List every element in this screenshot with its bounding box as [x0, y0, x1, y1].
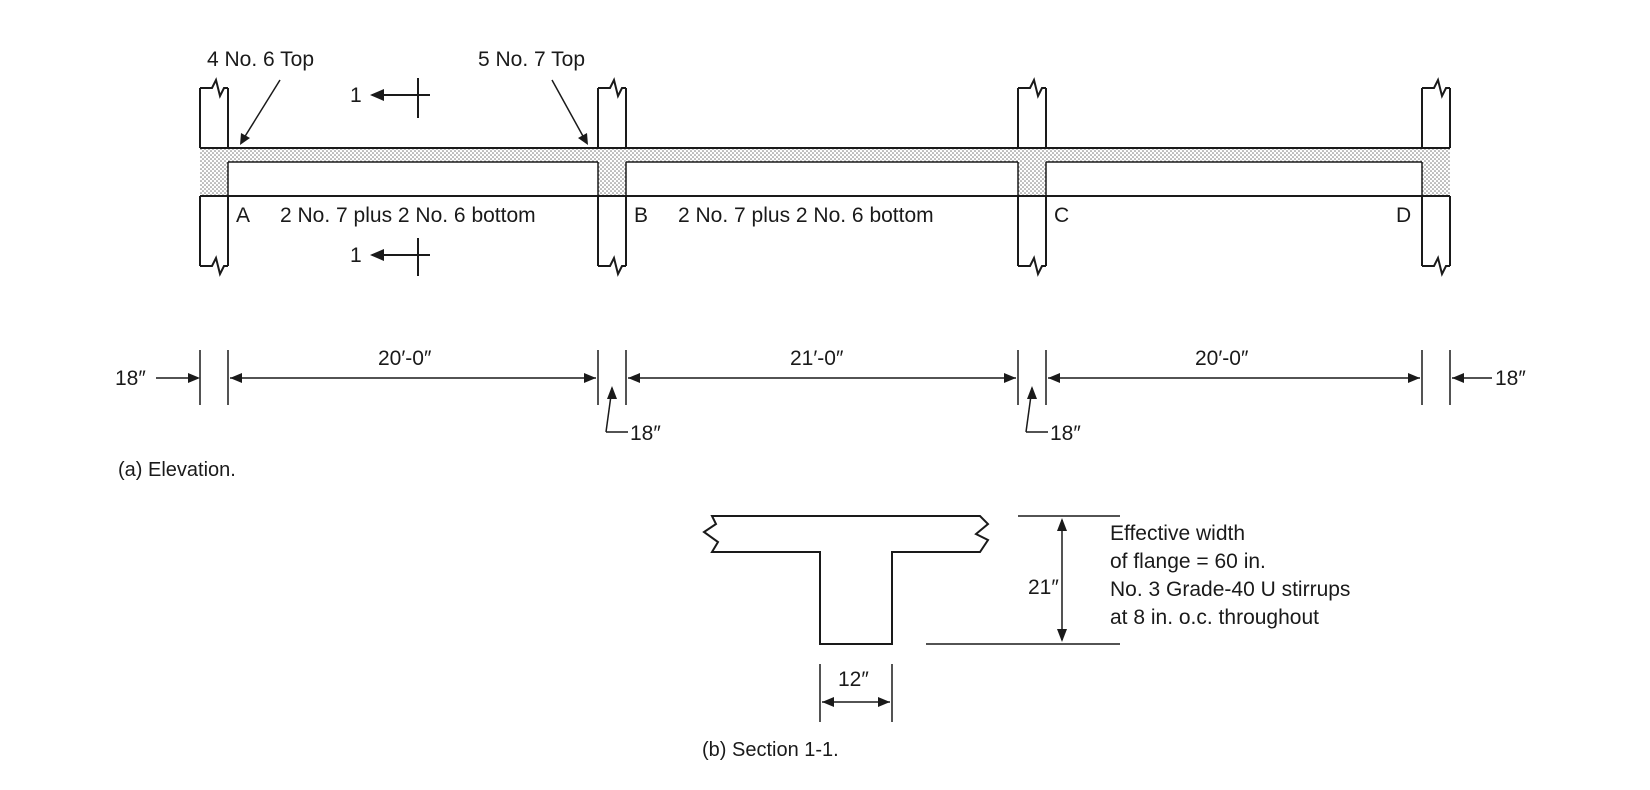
leader-top-middle: [551, 79, 588, 145]
joint-a: [200, 148, 228, 196]
column-c: [1017, 77, 1047, 277]
support-label-b: B: [634, 204, 648, 227]
svg-text:18″: 18″: [1050, 422, 1081, 445]
dim-column-left: 18″: [115, 367, 146, 390]
column-a: [199, 77, 229, 277]
dim-column-right: 18″: [1495, 367, 1526, 390]
leader-top-left: [240, 79, 281, 145]
column-d: [1421, 77, 1451, 277]
dimension-row: 18″ 20′-0″ 21′-0″ 20′-0″ 18″: [115, 347, 1526, 445]
column-b: [597, 77, 627, 277]
dim-column-b: 18″: [605, 386, 661, 445]
note-line-3: No. 3 Grade-40 U stirrups: [1110, 578, 1350, 601]
joint-b: [598, 148, 626, 196]
dim-span-ab: 20′-0″: [378, 347, 432, 370]
slab-strip: [200, 148, 1450, 162]
support-label-c: C: [1054, 204, 1069, 227]
section-mark-top: 1: [350, 78, 430, 118]
section-mark-bottom: 1: [350, 238, 430, 276]
dim-column-c: 18″: [1025, 386, 1081, 445]
top-bar-label-left: 4 No. 6 Top: [207, 48, 314, 71]
top-bar-label-middle: 5 No. 7 Top: [478, 48, 585, 71]
dim-span-bc: 21′-0″: [790, 347, 844, 370]
svg-text:18″: 18″: [630, 422, 661, 445]
note-line-1: Effective width: [1110, 522, 1245, 545]
elevation-view: 4 No. 6 Top 5 No. 7 Top 1 1 A B C D: [115, 48, 1526, 481]
svg-text:1: 1: [350, 84, 362, 107]
note-line-2: of flange = 60 in.: [1110, 550, 1266, 573]
bottom-bar-label-ab: 2 No. 7 plus 2 No. 6 bottom: [280, 204, 536, 227]
note-line-4: at 8 in. o.c. throughout: [1110, 606, 1319, 629]
dim-span-cd: 20′-0″: [1195, 347, 1249, 370]
caption-elevation: (a) Elevation.: [118, 459, 236, 481]
t-beam-outline: [702, 515, 990, 645]
svg-text:1: 1: [350, 244, 362, 267]
joint-d: [1422, 148, 1450, 196]
section-view: 21″ 12″ Effective width of flange = 60 i…: [702, 515, 1350, 761]
dim-web-width: 12″: [838, 668, 869, 691]
support-label-d: D: [1396, 204, 1411, 227]
caption-section: (b) Section 1-1.: [702, 739, 839, 761]
bottom-bar-label-bc: 2 No. 7 plus 2 No. 6 bottom: [678, 204, 934, 227]
dim-depth: 21″: [1028, 576, 1059, 599]
support-label-a: A: [236, 204, 250, 227]
joint-c: [1018, 148, 1046, 196]
